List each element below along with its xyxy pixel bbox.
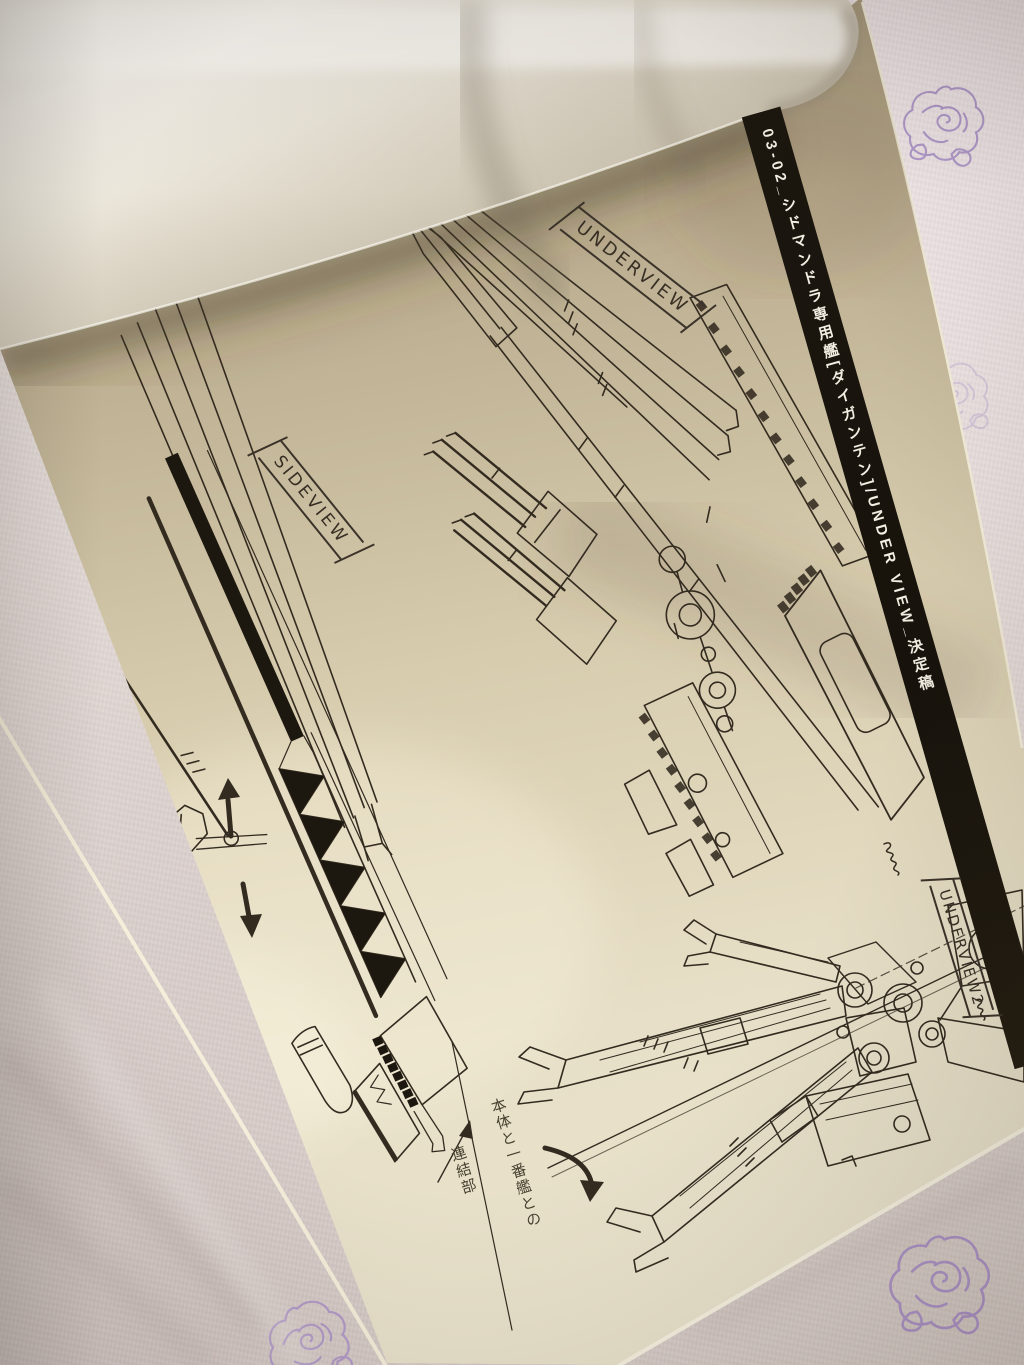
fabric-wrinkles [0,981,1024,1365]
rose-motif [896,77,991,173]
sideview-drawing [91,281,468,1163]
rose-motif [884,1229,994,1340]
page-edge [0,715,388,1365]
curl-edge [0,110,764,351]
underview2-drawing [517,889,1024,1273]
curled-page [0,0,859,351]
motion-arrows [218,778,604,1331]
page-edge [860,1,1024,749]
rose-motif-partial [256,1292,361,1365]
page-edge [616,1126,1024,1365]
